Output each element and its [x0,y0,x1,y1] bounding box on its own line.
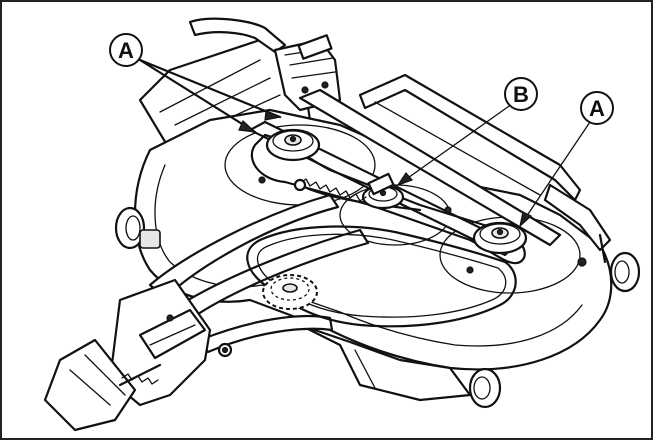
belt-guard-rail [358,73,612,267]
callout-circle [109,33,143,67]
left-spindle-pulley [265,128,321,162]
callout-circle [504,77,538,111]
idler-pulley [361,172,405,210]
center-spindle-pulley [262,274,318,310]
callout-label: B [513,82,529,107]
callout-a-left: A [109,33,143,67]
callout-label: A [118,38,134,63]
gauge-wheels [114,206,641,409]
idler-tension-spring [293,178,367,202]
right-spindle-pulley [472,221,528,255]
callout-leaders [138,58,591,228]
callout-b: B [504,77,538,111]
callout-label: A [589,96,605,121]
linkage-arms [148,88,562,358]
callout-a-right: A [580,91,614,125]
front-hitch [43,278,212,432]
pulleys [258,128,528,310]
callout-circle [580,91,614,125]
